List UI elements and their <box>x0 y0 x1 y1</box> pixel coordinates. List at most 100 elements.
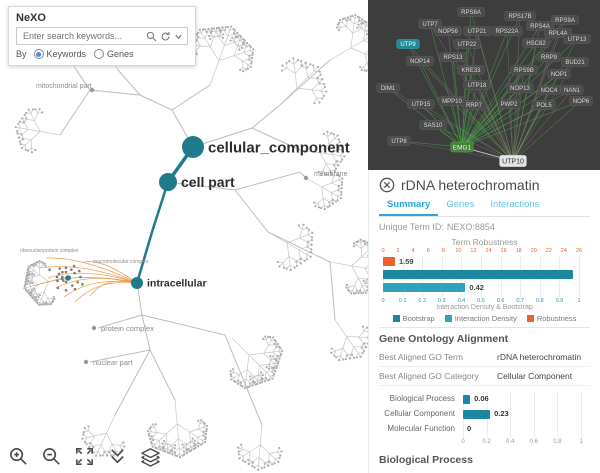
network-node-utp22[interactable]: UTP22 <box>453 39 481 49</box>
network-node-rps8a[interactable]: RPS8A <box>457 7 485 17</box>
network-node-nop1[interactable]: NOP1 <box>547 69 571 79</box>
term-id-value: NEXO:8854 <box>446 222 495 232</box>
tab-interactions[interactable]: Interactions <box>490 199 540 210</box>
svg-text:DIM1: DIM1 <box>381 86 396 92</box>
svg-text:KRE33: KRE33 <box>461 68 481 74</box>
network-node-utp15[interactable]: UTP15 <box>407 99 435 109</box>
zoom-out-button[interactable] <box>39 444 63 468</box>
tree-node-intracellular[interactable]: intracellular <box>131 277 207 290</box>
tree-interaction-edge <box>39 266 138 284</box>
network-node-utp13[interactable]: UTP13 <box>563 34 591 44</box>
tree-branch <box>234 189 331 263</box>
tree-term-macromolecular-complex[interactable]: macromolecular complex <box>93 259 149 265</box>
svg-text:UTP18: UTP18 <box>468 83 487 89</box>
svg-text:RRP9: RRP9 <box>541 55 558 61</box>
network-node-rps9a[interactable]: RPS9A <box>551 15 579 25</box>
network-node-nop56[interactable]: NOP56 <box>434 26 462 36</box>
search-input[interactable] <box>21 30 143 42</box>
svg-text:UTP22: UTP22 <box>458 42 477 48</box>
tree-term-mitochondrial-part[interactable]: mitochondrial part <box>36 83 95 93</box>
network-node-rps22a[interactable]: RPS22A <box>491 26 523 36</box>
tab-genes[interactable]: Genes <box>446 199 475 210</box>
fit-view-button[interactable] <box>72 444 96 468</box>
network-node-nop14[interactable]: NOP14 <box>406 56 434 66</box>
tab-summary[interactable]: Summary <box>379 196 439 216</box>
tree-node-cell-part[interactable]: cell part <box>159 173 235 191</box>
tree-term-membrane[interactable]: membrane <box>303 171 348 181</box>
network-node-hsc82[interactable]: HSC82 <box>522 38 550 48</box>
svg-text:membrane: membrane <box>314 171 348 178</box>
svg-text:NOP14: NOP14 <box>410 59 430 65</box>
tree-interaction-edge <box>74 281 138 303</box>
radio-icon[interactable] <box>33 49 44 59</box>
tree-interaction-edge <box>47 272 138 284</box>
network-node-nop6[interactable]: NOP6 <box>569 96 593 106</box>
network-node-rps13[interactable]: RPS13 <box>439 52 467 62</box>
svg-text:cellular_component: cellular_component <box>208 139 350 156</box>
network-node-nan1[interactable]: NAN1 <box>560 85 584 95</box>
network-node-utp9[interactable]: UTP9 <box>396 39 420 49</box>
network-edge <box>466 43 514 162</box>
tree-branch <box>59 89 194 148</box>
tree-node-cellular-component[interactable]: cellular_component <box>182 136 350 158</box>
network-node-utp10[interactable]: UTP10 <box>499 155 527 167</box>
legend-robustness: Robustness <box>526 314 576 323</box>
zoom-in-button[interactable] <box>6 444 30 468</box>
network-node-pwp2[interactable]: PWP2 <box>497 99 521 109</box>
collapse-depth-icon <box>110 448 124 463</box>
layers-button[interactable] <box>138 444 162 468</box>
tree-term-nuclear-part[interactable]: nuclear part <box>83 358 134 367</box>
network-node-noc4[interactable]: NOC4 <box>537 85 561 95</box>
network-node-sas10[interactable]: SAS10 <box>419 120 447 130</box>
search-mode-keywords[interactable]: Keywords <box>33 49 86 59</box>
radio-icon[interactable] <box>94 49 105 59</box>
chevron-down-icon[interactable] <box>174 32 183 41</box>
svg-text:MPP10: MPP10 <box>442 99 462 105</box>
cellular-component-score-bar <box>463 410 491 419</box>
tree-branch <box>141 314 263 426</box>
network-node-kre33[interactable]: KRE33 <box>457 65 485 75</box>
collapse-depth-button[interactable] <box>105 444 129 468</box>
svg-text:PWP2: PWP2 <box>500 102 518 108</box>
network-node-rps4a[interactable]: RPS4A <box>526 21 554 31</box>
search-mode-genes[interactable]: Genes <box>94 49 134 59</box>
fit-view-icon <box>75 447 93 465</box>
network-node-emg1[interactable]: EMG1 <box>450 141 474 153</box>
reset-search-icon[interactable] <box>160 31 171 42</box>
close-panel-button[interactable] <box>379 177 395 193</box>
network-edge <box>512 100 582 162</box>
alignment-heading: Gene Ontology Alignment <box>379 333 509 345</box>
bootstrap-bar <box>383 270 574 279</box>
network-edge <box>461 87 521 148</box>
search-icon[interactable] <box>146 31 157 42</box>
network-node-pol5[interactable]: POL5 <box>532 100 556 110</box>
tree-branch <box>114 349 151 416</box>
svg-text:RPL4A: RPL4A <box>548 31 567 37</box>
network-node-utp8[interactable]: UTP8 <box>387 136 411 146</box>
svg-text:HSC82: HSC82 <box>526 41 546 47</box>
network-node-rps17b[interactable]: RPS17B <box>504 11 536 21</box>
ontology-tree-canvas[interactable]: mitochondrial part membrane protein comple… <box>0 0 368 473</box>
svg-text:NAN1: NAN1 <box>564 88 581 94</box>
robustness-chart-title: Term Robustness <box>451 237 518 247</box>
network-node-bud21[interactable]: BUD21 <box>561 57 589 67</box>
network-node-nop13[interactable]: NOP13 <box>506 83 534 93</box>
svg-text:UTP9: UTP9 <box>400 42 416 48</box>
network-node-rps9b[interactable]: RPS9B <box>510 65 538 75</box>
network-node-rrp9[interactable]: RRP9 <box>537 52 561 62</box>
network-node-dim1[interactable]: DIM1 <box>376 83 400 93</box>
svg-text:UTP21: UTP21 <box>468 29 487 35</box>
network-node-utp7[interactable]: UTP7 <box>418 19 442 29</box>
network-node-utp18[interactable]: UTP18 <box>463 80 491 90</box>
network-node-utp21[interactable]: UTP21 <box>463 26 491 36</box>
svg-text:RPS9A: RPS9A <box>555 18 575 24</box>
network-node-mpp10[interactable]: MPP10 <box>438 96 466 106</box>
tree-term-ribonucleoprotein-complex[interactable]: ribonucleoprotein complex <box>20 248 79 254</box>
tree-term-protein-complex[interactable]: protein complex <box>91 324 154 333</box>
network-node-rrp7[interactable]: RRP7 <box>462 100 486 110</box>
